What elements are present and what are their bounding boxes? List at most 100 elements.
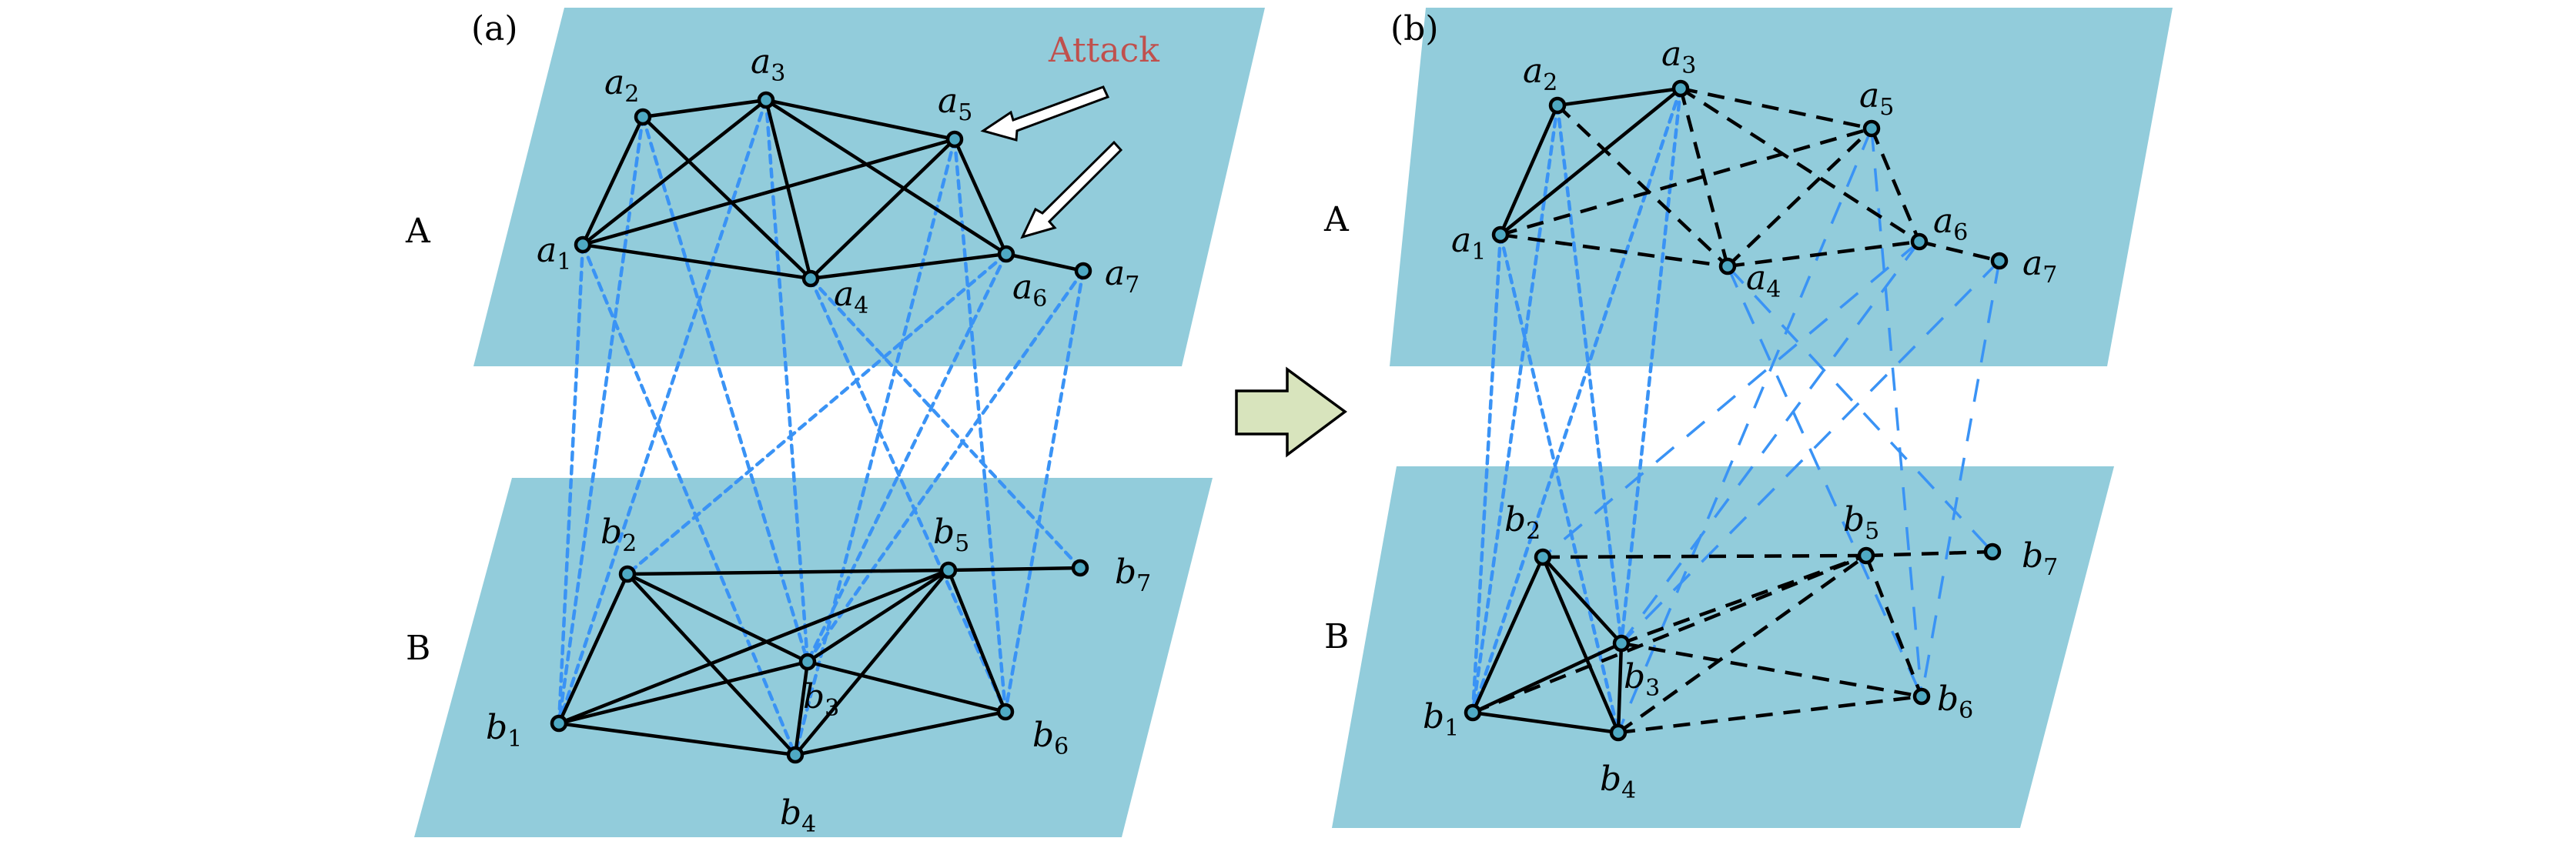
- node-label-base: b: [1504, 500, 1526, 539]
- node-label-subscript: 7: [2043, 554, 2058, 581]
- node-label-subscript: 2: [1543, 69, 1557, 96]
- attack-arrow-icon: [1020, 140, 1123, 239]
- node-a3: [1671, 79, 1690, 98]
- node-label-b6: b6: [1937, 679, 1973, 724]
- node-label-a1: a1: [1451, 221, 1486, 265]
- node-label-base: b: [1423, 697, 1444, 736]
- node-label-base: a: [938, 82, 958, 121]
- edge-b2-b3: [1541, 555, 1624, 646]
- edge-b5-b7: [946, 566, 1082, 573]
- node-label-base: b: [1843, 500, 1865, 539]
- node-label-a3: a3: [1661, 35, 1696, 79]
- interlink-a7-b3: [805, 269, 1086, 664]
- interlink-a6-b2: [625, 252, 1009, 576]
- attack-arrow-icon: [980, 85, 1110, 142]
- node-label-a4: a4: [834, 275, 868, 319]
- node-label-base: b: [1624, 657, 1645, 696]
- panel-label: (b): [1390, 9, 1439, 48]
- edge-b4-b5: [1617, 554, 1868, 734]
- node-label-subscript: 2: [622, 530, 637, 557]
- edge-b4-b6: [1618, 694, 1922, 735]
- interlink-a3-b3: [764, 98, 810, 664]
- interlink-a2-b3: [1555, 103, 1624, 646]
- node-b1: [550, 714, 568, 733]
- edge-a1-a4: [580, 242, 813, 281]
- node-label-base: b: [933, 512, 955, 552]
- edge-b3-b4: [1616, 641, 1624, 735]
- interlink-a1-b4: [1498, 232, 1621, 735]
- node-label-subscript: 6: [1054, 733, 1069, 760]
- interlink-a4-b7: [1726, 265, 1994, 553]
- edge-a1-a2: [1498, 103, 1560, 237]
- edge-b2-b5: [625, 568, 951, 576]
- node-label-b6: b6: [1032, 716, 1069, 760]
- node-label-subscript: 5: [1879, 94, 1894, 121]
- edge-a3-a5: [764, 98, 957, 142]
- edge-b1-b3: [1470, 641, 1624, 715]
- node-label-b7: b7: [1115, 553, 1151, 597]
- layer-b-edges: [1470, 549, 1993, 735]
- node-label-subscript: 1: [557, 249, 571, 275]
- node-b1: [1464, 703, 1482, 722]
- edge-a2-a4: [1556, 104, 1729, 268]
- node-label-a5: a5: [1859, 76, 1894, 121]
- node-label-base: a: [1933, 202, 1953, 241]
- node-label-subscript: 6: [1959, 697, 1973, 724]
- interlink-a3-b3: [1619, 86, 1683, 646]
- edge-b4-b6: [793, 709, 1008, 757]
- node-label-a2: a2: [604, 63, 639, 108]
- edge-a4-a6: [808, 252, 1009, 281]
- node-a1: [1491, 225, 1510, 244]
- node-a2: [634, 108, 652, 126]
- node-label-base: b: [2022, 536, 2043, 576]
- edge-b1-b2: [1470, 555, 1545, 715]
- node-label-base: a: [2022, 244, 2042, 283]
- node-label-base: a: [751, 42, 771, 82]
- node-a3: [757, 91, 775, 109]
- node-label-subscript: 1: [1444, 715, 1459, 742]
- layer-label-bottom: B: [1324, 617, 1349, 656]
- node-label-subscript: 5: [1865, 518, 1879, 545]
- node-label-b1: b1: [1423, 697, 1459, 742]
- node-a5: [945, 130, 964, 149]
- edge-b1-b5: [1472, 553, 1867, 715]
- node-label-subscript: 2: [624, 81, 639, 108]
- node-label-base: a: [1012, 268, 1032, 307]
- node-a7: [1074, 262, 1092, 280]
- interlink-a7-b3: [1620, 259, 2001, 645]
- edge-a1-a5: [580, 137, 957, 247]
- node-label-base: b: [1115, 553, 1136, 592]
- transition-arrow-icon: [1235, 366, 1347, 458]
- edge-a6-a7: [1004, 252, 1086, 273]
- edge-b2-b4: [625, 572, 798, 757]
- interlink-a2-b1: [557, 115, 645, 726]
- node-label-subscript: 3: [1645, 675, 1660, 702]
- node-label-subscript: 2: [1526, 518, 1541, 545]
- layer-label-top: A: [405, 212, 431, 251]
- edge-b1-b3: [557, 659, 810, 726]
- edge-b3-b6: [805, 659, 1008, 714]
- interlink-a6-b3: [1620, 240, 1921, 645]
- node-label-subscript: 1: [1471, 239, 1486, 265]
- interlinks: [557, 98, 1086, 757]
- node-label-base: a: [1451, 221, 1471, 260]
- edge-a3-a4: [1678, 88, 1730, 267]
- node-label-b2: b2: [601, 512, 637, 557]
- node-label-subscript: 4: [801, 811, 816, 838]
- node-a6: [997, 245, 1015, 263]
- edge-b3-b5: [1621, 553, 1867, 646]
- node-label-base: b: [803, 677, 825, 716]
- interlink-a1-b1: [1470, 232, 1503, 715]
- node-label-subscript: 5: [955, 530, 969, 557]
- interlink-a6-b3: [805, 252, 1009, 664]
- node-label-subscript: 4: [854, 292, 868, 319]
- edge-a3-a6: [1679, 87, 1921, 243]
- edge-a1-a3: [1498, 86, 1683, 237]
- node-label-base: a: [1859, 76, 1879, 115]
- interlink-a1-b4: [580, 242, 798, 757]
- edge-a2-a3: [641, 98, 768, 119]
- panel-label: (a): [471, 9, 518, 48]
- edge-b5-b6: [1864, 555, 1924, 697]
